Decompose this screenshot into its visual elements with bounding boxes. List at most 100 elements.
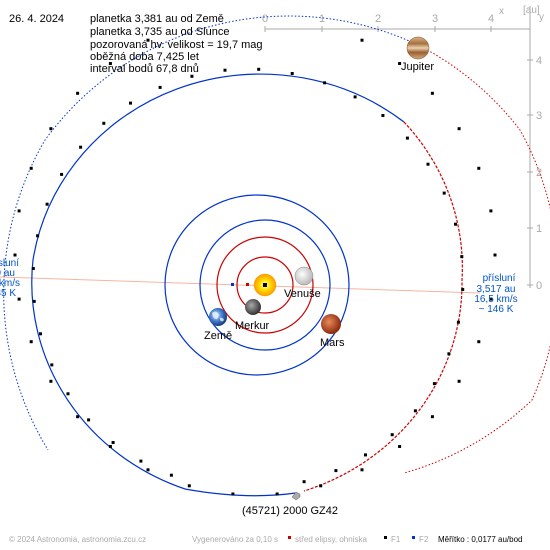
jupiter-orbit-point <box>17 209 21 213</box>
jupiter-orbit-red <box>403 44 550 474</box>
asteroid-orbit-point <box>447 352 451 356</box>
aphelion-speed: km/s <box>0 278 20 289</box>
sun-center-marker <box>263 283 267 287</box>
venus-label: Venuše <box>284 288 321 300</box>
legend-f1-marker <box>384 536 387 539</box>
mercury-orbit <box>236 256 294 314</box>
jupiter-orbit-point <box>76 91 80 95</box>
info-line: planetka 3,735 au od Slunce <box>90 26 229 38</box>
jupiter-orbit-point <box>49 379 53 383</box>
jupiter-orbit-point <box>398 62 402 65</box>
asteroid-orbit-point <box>334 469 338 473</box>
info-line: planetka 3,381 au od Země <box>90 13 224 25</box>
asteroid-orbit-point <box>32 299 36 303</box>
asteroid-orbit-point <box>50 363 54 367</box>
info-line: oběžná doba 7,425 let <box>90 51 199 63</box>
legend-center-text: střed elipsy, ohniska <box>295 535 367 544</box>
jupiter-orbit-point <box>17 297 21 301</box>
orbit-points <box>13 38 497 496</box>
asteroid-orbit-point <box>111 441 115 444</box>
jupiter-orbit-point <box>146 38 150 42</box>
y-tick-label: 0 <box>536 280 542 292</box>
jupiter-label: Jupiter <box>401 61 434 73</box>
jupiter-orbit-point <box>489 209 493 213</box>
asteroid-orbit-point <box>257 67 261 71</box>
timing-text: Vygenerováno za 0,10 s <box>192 535 278 544</box>
jupiter-orbit-point <box>360 38 364 42</box>
asteroid-orbit-point <box>405 136 409 140</box>
asteroid-orbit-point <box>169 473 173 477</box>
sun <box>253 273 277 297</box>
asteroid-orbit-point <box>381 114 385 117</box>
asteroid-orbit-point <box>36 234 40 238</box>
jupiter-orbit-point <box>231 492 235 496</box>
jupiter-orbit-point <box>146 468 150 472</box>
info-line: interval bodů 67,8 dnů <box>90 63 199 75</box>
x-tick-label: 3 <box>432 13 438 25</box>
ellipse-center-marker <box>246 283 249 286</box>
asteroid-orbit-point <box>413 409 417 413</box>
asteroid-orbit-point <box>129 101 132 105</box>
asteroid-orbit-point <box>364 453 367 457</box>
asteroid-orbit-point <box>45 202 49 206</box>
perihelion-distance: 3,517 au <box>477 284 516 295</box>
jupiter-orbit-blue <box>3 15 419 451</box>
jupiter-orbit-point <box>76 415 80 419</box>
mars-label: Mars <box>320 337 345 349</box>
info-block: planetka 3,381 au od Země planetka 3,735… <box>90 13 263 75</box>
asteroid: (45721) 2000 GZ42 <box>242 491 338 517</box>
mercury-label: Merkur <box>235 320 270 332</box>
venus: Venuše <box>284 266 321 300</box>
info-line: pozorovaná hv. velikost = 19,7 mag <box>90 39 263 51</box>
aphelion-label: ísluní <box>0 258 19 269</box>
asteroid-orbit-point <box>66 392 70 396</box>
legend-center-marker <box>288 536 291 539</box>
aphelion-distance: 9 au <box>0 268 15 279</box>
jupiter-orbit-point <box>457 127 461 131</box>
legend-f2-text: F2 <box>419 535 429 544</box>
asteroid-orbit-point <box>426 162 430 166</box>
jupiter-orbit-point <box>108 445 112 448</box>
asteroid-orbit-point <box>139 459 143 463</box>
jupiter-orbit-point <box>493 253 497 257</box>
jupiter-orbit-point <box>29 340 33 344</box>
y-axis-label: y <box>539 12 544 23</box>
y-tick-label: 1 <box>536 223 542 235</box>
asteroid-orbit-point <box>323 81 327 85</box>
x-tick-label: 4 <box>488 13 494 25</box>
asteroid-orbit-point <box>87 418 91 422</box>
y-tick-label: 2 <box>536 167 542 179</box>
jupiter-orbit-point <box>49 127 53 131</box>
x-tick-label: 1 <box>319 13 325 25</box>
asteroid-orbit-point <box>190 74 194 78</box>
jupiter-orbit-point <box>430 91 434 95</box>
x-tick-label: 0 <box>262 13 268 25</box>
asteroid-orbit-point <box>223 68 227 72</box>
asteroid-orbit-gap <box>184 488 297 497</box>
perihelion-temperature: ~ 146 K <box>479 304 514 315</box>
footer: © 2024 Astronomia, astronomia.zcu.cz Vyg… <box>9 535 523 544</box>
mercury: Merkur <box>235 299 270 332</box>
jupiter-orbit-point <box>108 62 112 65</box>
asteroid-orbit-point <box>454 222 457 226</box>
jupiter-orbit-point <box>29 166 33 170</box>
asteroid-orbit-point <box>302 480 306 484</box>
mars-orbit <box>164 194 350 376</box>
jupiter-orbit-point <box>319 484 323 488</box>
perihelion-annotation: přísluní 3,517 au 16,5 km/s ~ 146 K <box>474 273 517 315</box>
earth-orbit <box>199 219 331 351</box>
jupiter-orbit <box>3 15 550 474</box>
asteroid-orbit-point <box>60 172 64 176</box>
asteroid-orbit-point <box>79 145 83 149</box>
jupiter-orbit-point <box>13 253 17 257</box>
copyright-text: © 2024 Astronomia, astronomia.zcu.cz <box>9 535 146 544</box>
y-tick-label: 3 <box>536 110 542 122</box>
asteroid-orbit-past <box>31 73 405 490</box>
focus-f2-marker <box>231 283 234 286</box>
planet-orbits <box>164 194 350 376</box>
jupiter-orbit-point <box>275 492 279 496</box>
